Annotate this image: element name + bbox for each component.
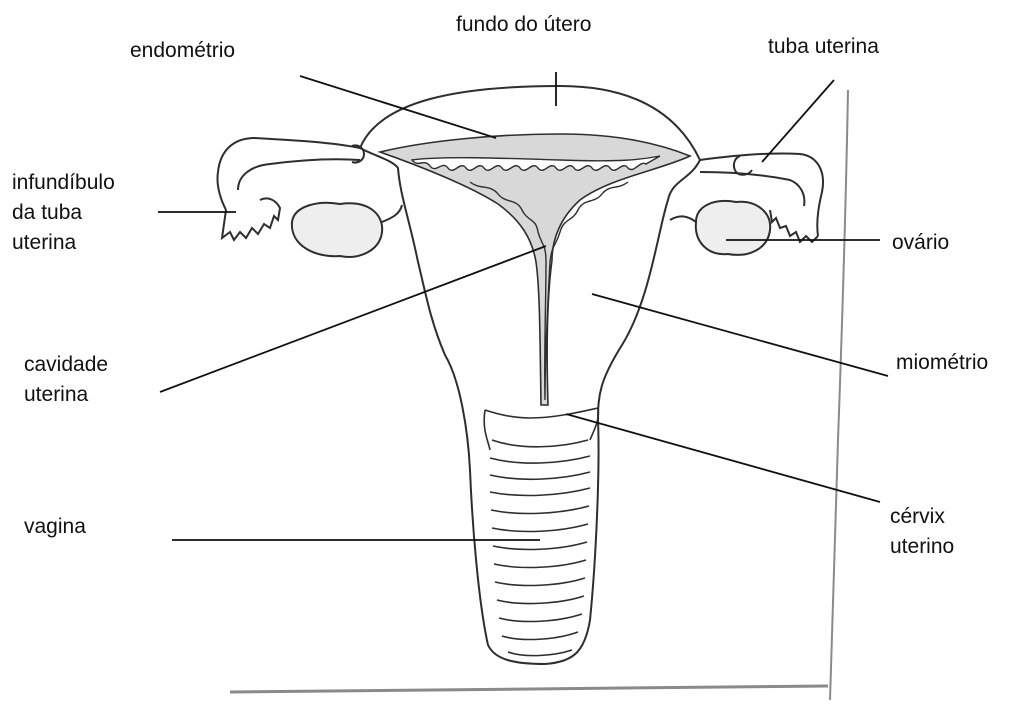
label-miometrio: miométrio [896,348,988,378]
label-infundibulo: infundíbulo da tuba uterina [12,168,115,258]
label-cavidade-uterina: cavidade uterina [24,350,108,410]
leader-miometrio [592,294,888,376]
label-cervix-uterino: cérvix uterino [890,502,954,562]
leader-tuba [762,80,834,162]
leader-cervix [566,414,880,502]
label-vagina: vagina [24,512,86,542]
label-ovario: ovário [892,228,949,258]
right-ovary [670,201,770,255]
label-tuba-uterina: tuba uterina [768,32,879,62]
label-endometrio: endométrio [130,36,235,66]
left-ovary [292,203,402,257]
label-fundo-do-utero: fundo do útero [456,10,591,40]
